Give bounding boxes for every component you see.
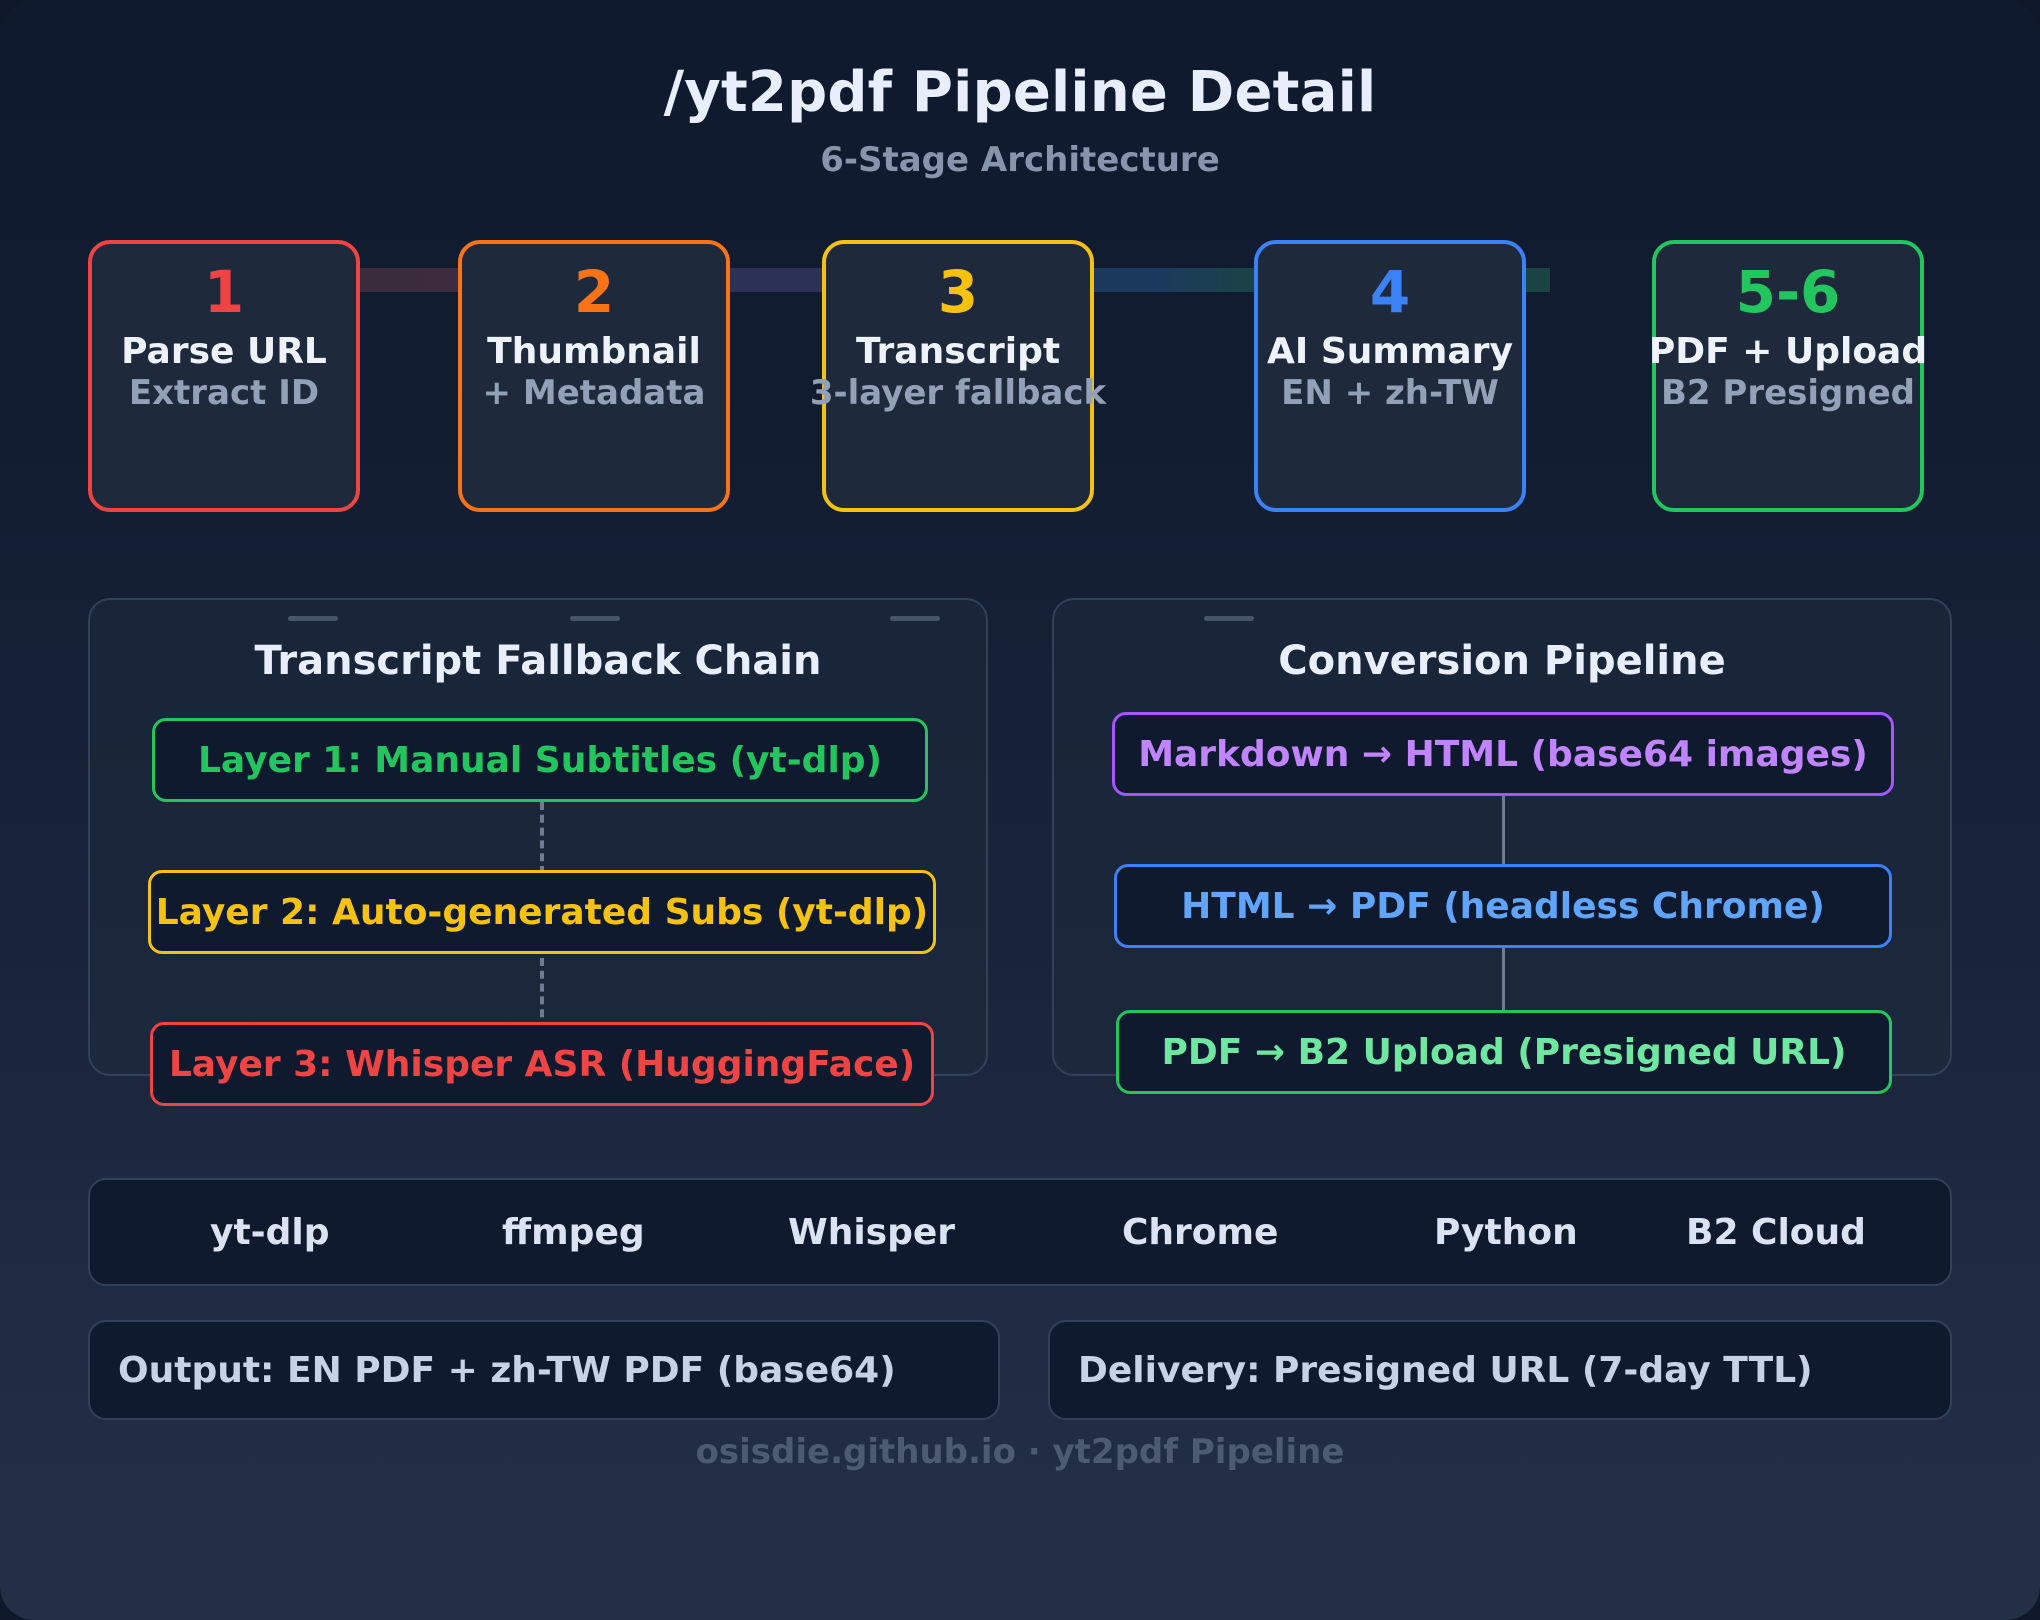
page-subtitle: 6-Stage Architecture <box>820 140 1220 180</box>
output-bar: Output: EN PDF + zh-TW PDF (base64) <box>88 1320 1000 1420</box>
conversion-step-1-label: Markdown → HTML (base64 images) <box>1138 733 1868 775</box>
stage-label: Thumbnail <box>487 330 701 372</box>
tech-item-yt-dlp[interactable]: yt-dlp <box>210 1211 330 1253</box>
output-bar-label: Output: EN PDF + zh-TW PDF (base64) <box>118 1349 896 1391</box>
fallback-layer-1-label: Layer 1: Manual Subtitles (yt-dlp) <box>197 739 883 781</box>
stage-number: 5-6 <box>1735 258 1841 326</box>
fallback-layer-1[interactable]: Layer 1: Manual Subtitles (yt-dlp) <box>152 718 928 802</box>
stage-label: PDF + Upload <box>1648 330 1928 372</box>
page-title: /yt2pdf Pipeline Detail <box>663 60 1377 125</box>
panel-title-fallback: Transcript Fallback Chain <box>254 638 822 684</box>
stage-row: 1 Parse URL Extract ID 2 Thumbnail + Met… <box>0 240 2040 621</box>
footer-caption: osisdie.github.io · yt2pdf Pipeline <box>695 1432 1345 1472</box>
stage-sublabel: + Metadata <box>482 373 706 414</box>
stage-number: 3 <box>937 258 979 326</box>
stage-sublabel: B2 Presigned <box>1661 373 1915 414</box>
tech-item-ffmpeg[interactable]: ffmpeg <box>502 1211 645 1253</box>
stage-sublabel: 3-layer fallback <box>809 373 1107 414</box>
stage-label: Transcript <box>855 330 1061 372</box>
fallback-layer-3[interactable]: Layer 3: Whisper ASR (HuggingFace) <box>150 1022 934 1106</box>
stage-card-5[interactable]: 5-6 PDF + Upload B2 Presigned <box>1648 240 1928 512</box>
stage-card-2[interactable]: 2 Thumbnail + Metadata <box>458 240 730 512</box>
fallback-connector-2-3 <box>540 958 544 1030</box>
tech-stack-strip: yt-dlp ffmpeg Whisper Chrome Python B2 C… <box>88 1178 1952 1286</box>
conversion-step-3[interactable]: PDF → B2 Upload (Presigned URL) <box>1116 1010 1892 1094</box>
tech-item-python[interactable]: Python <box>1434 1211 1578 1253</box>
conversion-step-2[interactable]: HTML → PDF (headless Chrome) <box>1114 864 1892 948</box>
panel-title-conversion: Conversion Pipeline <box>1278 638 1726 684</box>
conversion-step-2-label: HTML → PDF (headless Chrome) <box>1181 885 1825 927</box>
stage-card-4[interactable]: 4 AI Summary EN + zh-TW <box>1254 240 1526 512</box>
transcript-fallback-panel: Transcript Fallback Chain <box>88 598 988 1076</box>
conversion-step-1[interactable]: Markdown → HTML (base64 images) <box>1112 712 1894 796</box>
fallback-layer-2-label: Layer 2: Auto-generated Subs (yt-dlp) <box>155 891 929 933</box>
fallback-layer-2[interactable]: Layer 2: Auto-generated Subs (yt-dlp) <box>148 870 936 954</box>
stage-card-1[interactable]: 1 Parse URL Extract ID <box>88 240 360 512</box>
fallback-connector-1-2 <box>540 802 544 874</box>
conversion-connector-1-2 <box>1502 788 1505 876</box>
stage-number: 2 <box>573 258 615 326</box>
tech-item-b2-cloud[interactable]: B2 Cloud <box>1686 1211 1866 1253</box>
tech-item-chrome[interactable]: Chrome <box>1122 1211 1279 1253</box>
delivery-bar-label: Delivery: Presigned URL (7-day TTL) <box>1078 1349 1813 1391</box>
stage-number: 4 <box>1369 258 1411 326</box>
stage-sublabel: Extract ID <box>128 373 320 414</box>
stage-sublabel: EN + zh-TW <box>1281 373 1499 414</box>
conversion-connector-2-3 <box>1502 940 1505 1028</box>
delivery-bar: Delivery: Presigned URL (7-day TTL) <box>1048 1320 1952 1420</box>
stage-number: 1 <box>203 258 245 326</box>
stage-label: Parse URL <box>121 330 327 372</box>
stage-label: AI Summary <box>1267 330 1513 372</box>
stage-card-3[interactable]: 3 Transcript 3-layer fallback <box>810 240 1106 512</box>
conversion-step-3-label: PDF → B2 Upload (Presigned URL) <box>1161 1031 1847 1073</box>
tech-item-whisper[interactable]: Whisper <box>788 1211 956 1253</box>
fallback-layer-3-label: Layer 3: Whisper ASR (HuggingFace) <box>168 1043 916 1085</box>
